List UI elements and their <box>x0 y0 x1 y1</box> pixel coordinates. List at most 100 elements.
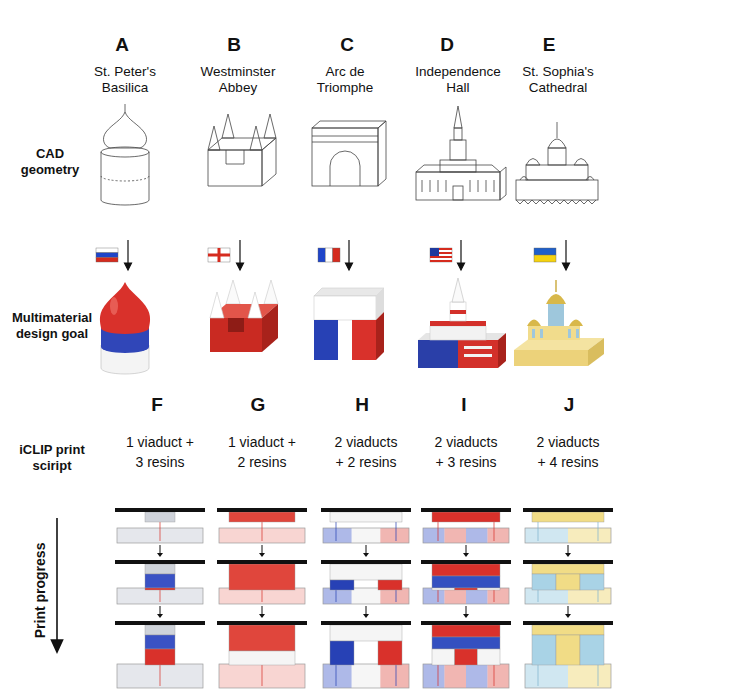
cad-hall <box>478 180 479 192</box>
cad-onion-dome <box>103 112 146 148</box>
down-arrow <box>160 545 161 554</box>
down-arrow <box>463 553 469 557</box>
build-plate <box>321 560 411 564</box>
cad-hall <box>500 167 506 200</box>
resin-vat <box>423 528 445 543</box>
model-hall <box>458 340 498 368</box>
cad-hall <box>470 180 471 192</box>
model-hall <box>418 340 458 368</box>
flag-ukraine <box>534 248 556 262</box>
model-hall <box>450 310 466 314</box>
cad-arch <box>312 142 378 143</box>
axis-label: Print progress <box>32 520 49 660</box>
build-plate <box>421 621 511 625</box>
resin-vat <box>352 528 381 543</box>
model-arch <box>314 288 384 296</box>
model-abbey <box>264 280 278 304</box>
printed-part <box>532 625 604 635</box>
print-stage <box>217 621 307 688</box>
row-label: Multimaterial design goal <box>6 310 98 341</box>
down-arrow <box>563 263 570 270</box>
resin-vat <box>568 664 611 688</box>
cad-onion-dome <box>101 104 149 205</box>
flag-england <box>208 248 230 262</box>
model-arch <box>314 320 338 360</box>
model-abbey <box>210 318 262 352</box>
printed-part <box>330 564 402 580</box>
printed-part <box>556 574 580 590</box>
print-script: 2 viaducts + 2 resins <box>329 432 403 473</box>
model-arch <box>314 296 376 320</box>
model-cathedral <box>514 350 588 366</box>
down-arrow <box>568 606 569 615</box>
build-plate <box>217 621 307 625</box>
cad-hall <box>454 106 462 128</box>
model-hall <box>452 278 464 302</box>
flag-france <box>333 248 340 262</box>
down-arrow <box>348 240 349 264</box>
build-plate <box>523 560 613 564</box>
flag-england <box>208 248 230 262</box>
printed-part <box>229 651 295 665</box>
cad-hall <box>438 180 439 192</box>
printed-part <box>330 641 354 665</box>
down-arrow <box>259 553 265 557</box>
resin-vat <box>466 528 488 543</box>
cad-hall <box>450 140 466 160</box>
model-abbey <box>262 304 278 352</box>
build-plate <box>217 508 307 512</box>
printed-part <box>556 635 580 665</box>
down-arrow <box>125 263 132 270</box>
printed-part <box>532 564 604 574</box>
cad-hall <box>454 128 462 140</box>
printed-part <box>532 574 556 590</box>
model-arch <box>352 320 376 360</box>
print-stage <box>421 560 511 618</box>
print-column <box>321 508 411 688</box>
build-plate <box>217 560 307 564</box>
cad-cathedral <box>548 148 566 165</box>
progress-arrow <box>56 518 58 642</box>
model-abbey <box>210 292 224 318</box>
panel-letter: C <box>335 34 359 57</box>
print-stage <box>321 508 411 557</box>
model-cathedral <box>540 329 543 338</box>
down-arrow <box>127 240 128 264</box>
down-arrow <box>463 614 469 618</box>
cad-onion-dome <box>125 104 126 112</box>
cad-cathedral <box>557 122 558 138</box>
model-cathedral <box>568 329 571 338</box>
model-hall <box>450 302 466 321</box>
printed-part <box>477 588 500 590</box>
landmark-title: Independence Hall <box>410 64 506 96</box>
resin-vat <box>525 588 568 604</box>
print-stage <box>523 560 613 618</box>
model-hall <box>430 326 486 340</box>
flag-ukraine <box>534 248 556 255</box>
resin-vat <box>466 588 488 604</box>
cad-abbey <box>250 126 262 150</box>
print-script: 2 viaducts + 3 resins <box>429 432 503 473</box>
resin-vat <box>423 588 445 604</box>
panel-letter: F <box>145 394 169 417</box>
build-plate <box>421 560 511 564</box>
printed-part <box>455 588 478 590</box>
model-cathedral <box>528 326 580 340</box>
build-plate <box>115 508 205 512</box>
cad-onion-dome <box>101 200 149 205</box>
cad-cathedral <box>516 122 598 204</box>
model-arch <box>376 312 384 360</box>
printed-part <box>229 564 295 590</box>
row-label: iCLIP print sciript <box>7 442 97 473</box>
model-hall <box>498 333 506 368</box>
cad-hall <box>416 106 506 200</box>
print-script: 1 viaduct + 3 resins <box>123 432 197 473</box>
resin-vat <box>380 664 409 688</box>
printed-part <box>532 512 604 522</box>
resin-vat <box>488 664 510 688</box>
cad-cathedral <box>574 159 588 166</box>
cad-cathedral <box>526 165 588 180</box>
print-stage <box>115 621 205 688</box>
down-arrow <box>565 240 566 264</box>
